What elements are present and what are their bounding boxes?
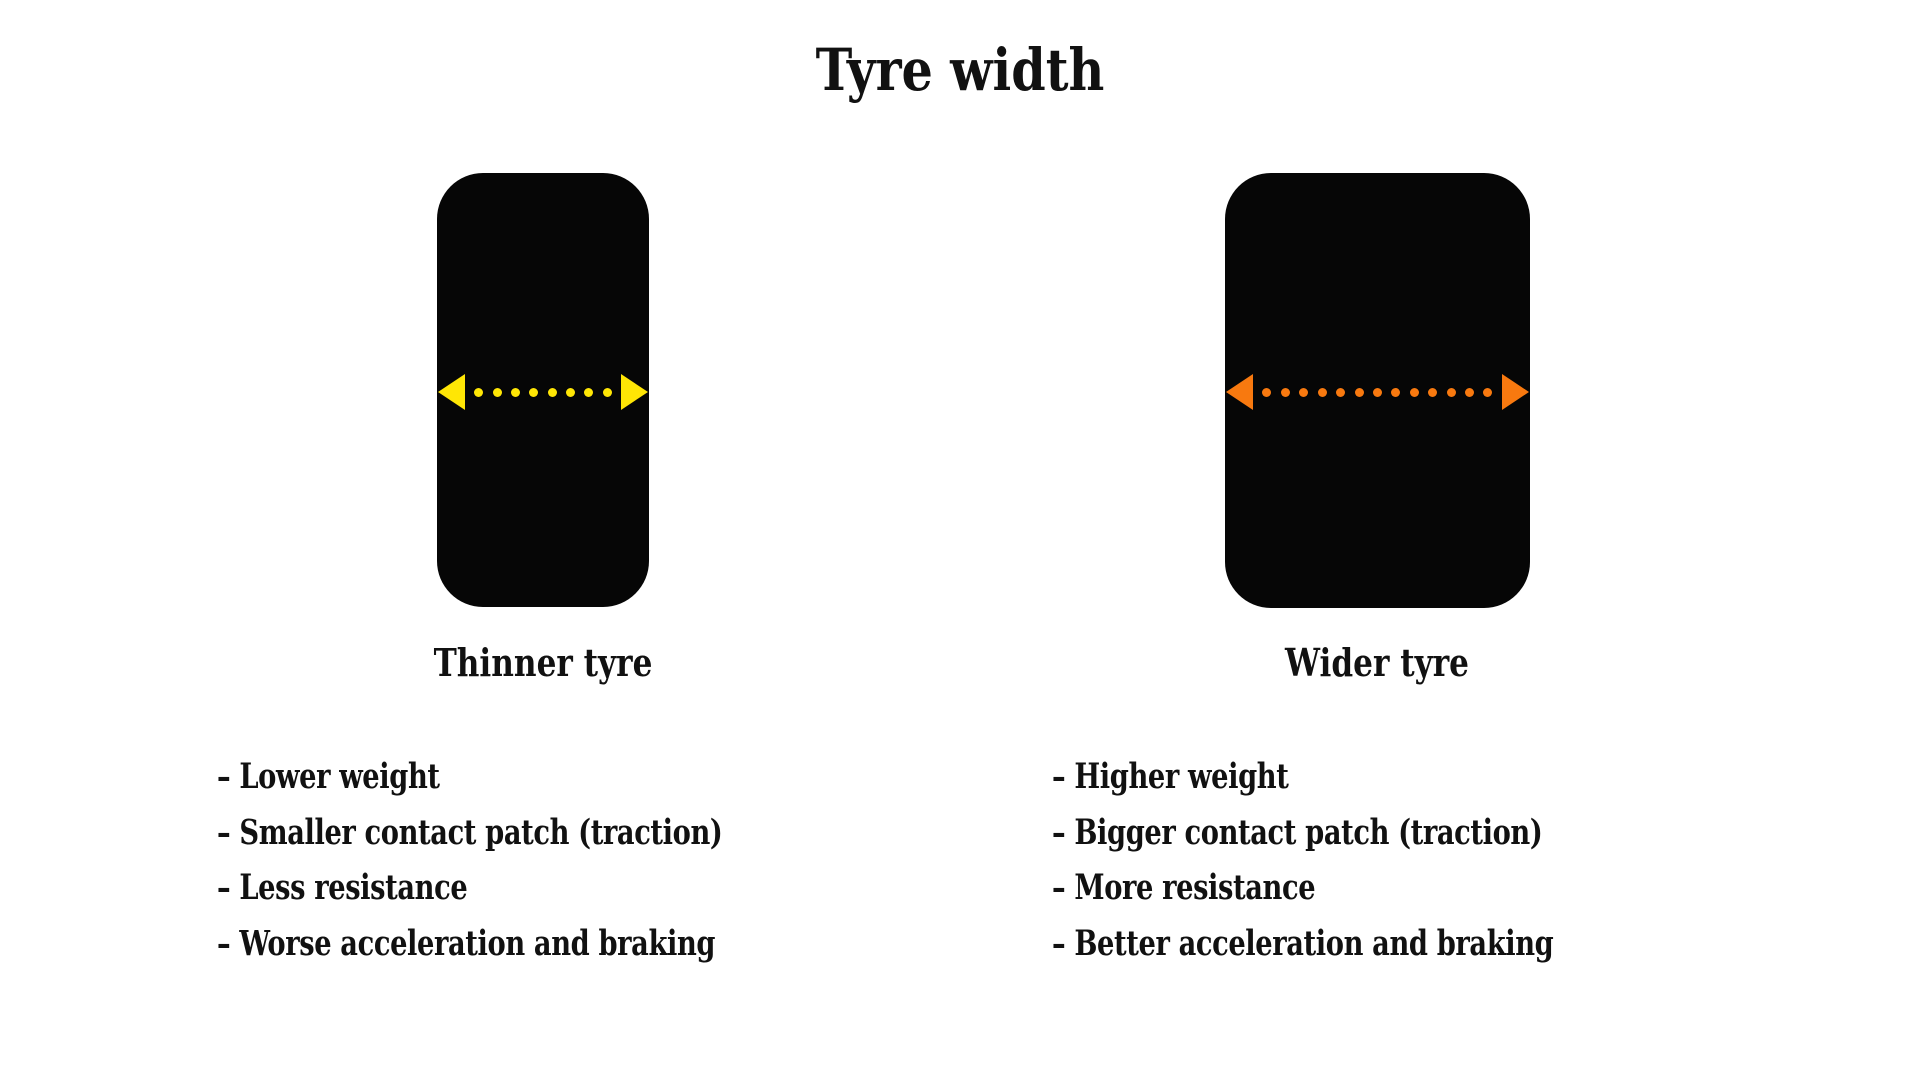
dot bbox=[1465, 387, 1475, 397]
dotted-line bbox=[465, 374, 621, 410]
dot bbox=[492, 387, 502, 397]
bullet-item: – Lower weight bbox=[217, 756, 440, 797]
bullet-item: – Bigger contact patch (traction) bbox=[1052, 811, 1543, 853]
arrowhead-left-icon bbox=[1226, 374, 1253, 410]
dot bbox=[474, 387, 484, 397]
bullet-item: – Higher weight bbox=[1052, 756, 1289, 797]
dot bbox=[1409, 387, 1419, 397]
dot bbox=[1336, 387, 1346, 397]
bullet-item: – Better acceleration and braking bbox=[1052, 922, 1554, 964]
bullet-item: – Worse acceleration and braking bbox=[217, 922, 716, 964]
arrowhead-right-icon bbox=[1502, 374, 1529, 410]
dot bbox=[1446, 387, 1456, 397]
arrowhead-left-icon bbox=[438, 374, 465, 410]
wider-tyre-label: Wider tyre bbox=[1285, 640, 1469, 685]
diagram-title: Tyre width bbox=[815, 36, 1105, 104]
thinner-tyre-label: Thinner tyre bbox=[433, 640, 653, 685]
dot bbox=[1317, 387, 1327, 397]
thinner-tyre-width-arrow bbox=[438, 374, 648, 410]
dotted-line bbox=[1253, 374, 1502, 410]
dot bbox=[584, 387, 594, 397]
bullet-item: – More resistance bbox=[1052, 867, 1316, 908]
wider-tyre-shape bbox=[1225, 173, 1530, 608]
dot bbox=[602, 387, 612, 397]
arrowhead-right-icon bbox=[621, 374, 648, 410]
dot bbox=[510, 387, 520, 397]
bullet-item: – Less resistance bbox=[217, 867, 468, 908]
thinner-tyre-bullet-list: – Lower weight – Smaller contact patch (… bbox=[217, 749, 723, 971]
wider-tyre-width-arrow bbox=[1226, 374, 1529, 410]
wider-tyre-bullet-list: – Higher weight – Bigger contact patch (… bbox=[1052, 749, 1554, 971]
dot bbox=[529, 387, 539, 397]
dot bbox=[565, 387, 575, 397]
dot bbox=[1483, 387, 1493, 397]
dot bbox=[1428, 387, 1438, 397]
thinner-tyre-shape bbox=[437, 173, 649, 607]
dot bbox=[1354, 387, 1364, 397]
dot bbox=[1280, 387, 1290, 397]
dot bbox=[1299, 387, 1309, 397]
dot bbox=[1391, 387, 1401, 397]
dot bbox=[1262, 387, 1272, 397]
bullet-item: – Smaller contact patch (traction) bbox=[217, 811, 723, 853]
dot bbox=[1372, 387, 1382, 397]
dot bbox=[547, 387, 557, 397]
